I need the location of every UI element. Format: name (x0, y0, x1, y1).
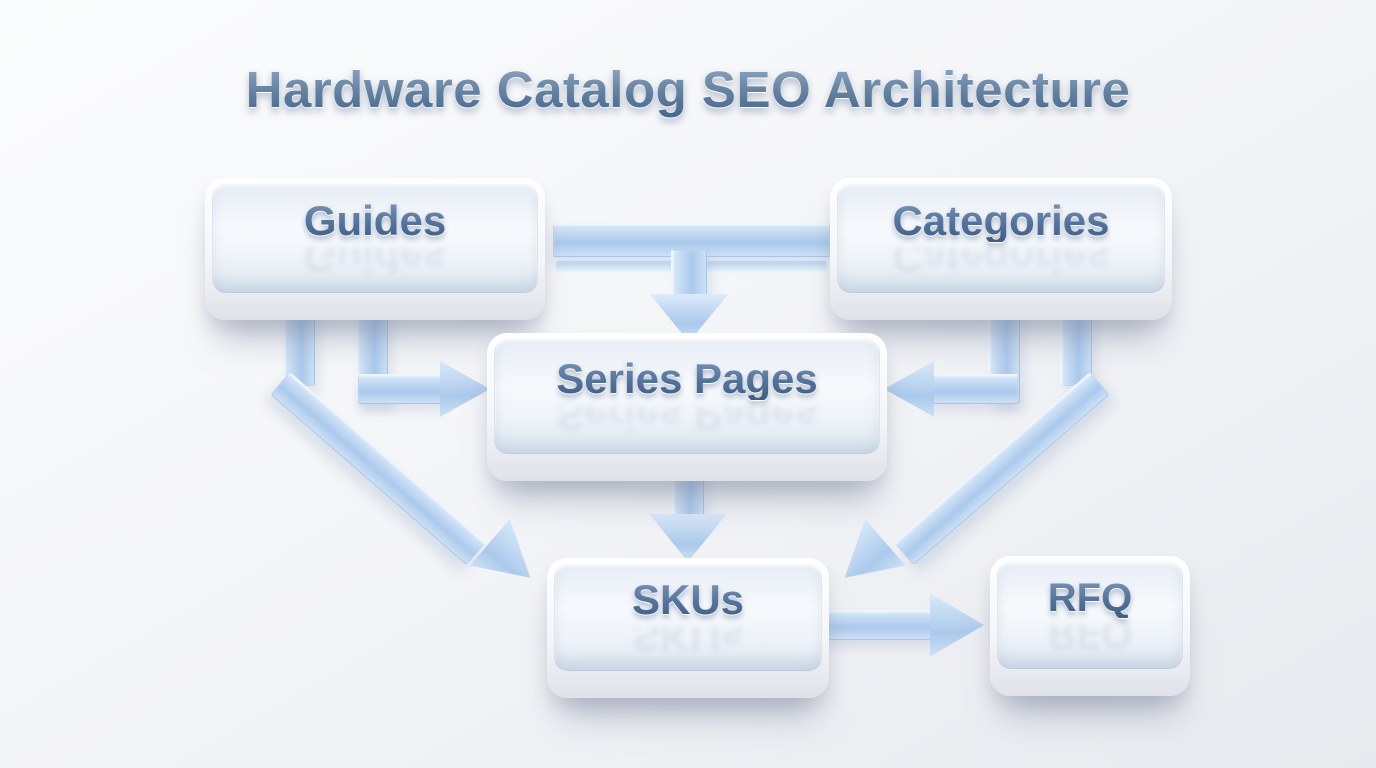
arrow-categories-to-skus-head (824, 518, 907, 602)
node-guides-label: Guides (303, 196, 447, 244)
node-series-pages: Series Pages Series Pages (487, 333, 887, 481)
arrow-skus-to-rfq-shaft (826, 610, 934, 640)
node-skus-face: SKUs SKUs (554, 564, 822, 671)
arrow-series-to-skus-head (649, 514, 727, 562)
node-categories-label: Categories (892, 196, 1110, 244)
node-series-pages-label: Series Pages (556, 354, 818, 402)
node-categories-face: Categories Categories (837, 184, 1165, 293)
node-rfq-face: RFQ RFQ (997, 562, 1183, 669)
arrow-categories-to-series-arm (930, 374, 1018, 404)
node-categories: Categories Categories (830, 178, 1172, 320)
node-guides-label-reflection: Guides (303, 247, 447, 278)
node-categories-label-reflection: Categories (892, 247, 1110, 278)
arrow-skus-to-rfq-head (930, 593, 984, 657)
node-guides-face: Guides Guides (212, 184, 538, 293)
connector-to-series-stem (671, 250, 707, 298)
arrow-guides-to-skus-head (469, 518, 552, 602)
arrow-guides-to-series-head (440, 361, 490, 417)
arrow-guides-to-series-arm (358, 374, 446, 404)
node-rfq: RFQ RFQ (990, 556, 1190, 696)
node-skus: SKUs SKUs (547, 558, 829, 698)
page-title: Hardware Catalog SEO Architecture (0, 60, 1376, 119)
node-skus-label: SKUs (631, 575, 745, 623)
node-series-pages-label-reflection: Series Pages (556, 405, 818, 436)
node-skus-label-reflection: SKUs (631, 626, 745, 657)
node-series-pages-face: Series Pages Series Pages (494, 339, 880, 454)
node-rfq-label-reflection: RFQ (1047, 623, 1133, 654)
node-guides: Guides Guides (205, 178, 545, 320)
node-rfq-label: RFQ (1047, 575, 1133, 620)
arrow-categories-to-series-head (884, 361, 934, 417)
